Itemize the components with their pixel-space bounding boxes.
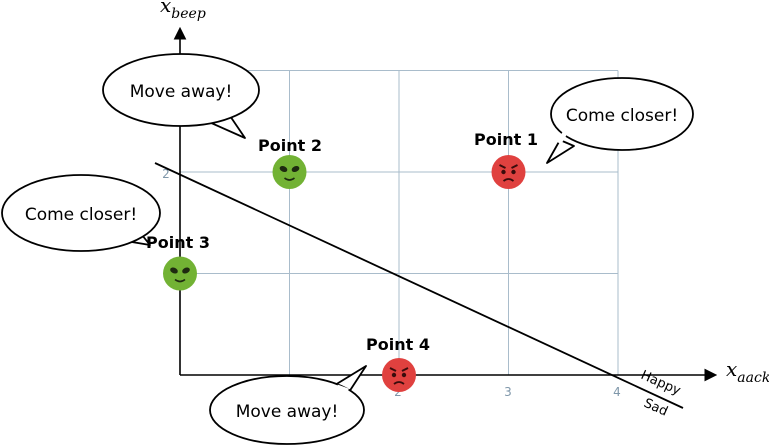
happy-side-label: Happy bbox=[638, 368, 683, 399]
point-label: Point 4 bbox=[366, 335, 430, 354]
point-label: Point 1 bbox=[474, 130, 538, 149]
happy-alien-face-icon bbox=[272, 155, 307, 189]
speech-bubble-text: Come closer! bbox=[566, 106, 678, 126]
speech-bubble: Come closer! bbox=[1, 174, 161, 252]
x-axis-label: xaack bbox=[726, 357, 769, 386]
x-tick-label: 4 bbox=[613, 385, 621, 399]
speech-bubble: Move away! bbox=[209, 365, 367, 445]
speech-bubble: Come closer! bbox=[546, 77, 694, 164]
happy-alien-face-icon bbox=[163, 256, 197, 291]
x-tick-label: 3 bbox=[504, 385, 512, 399]
grid-lines bbox=[180, 70, 619, 375]
decision-boundary-line bbox=[154, 162, 684, 409]
angry-face-icon bbox=[491, 155, 526, 189]
point-label: Point 2 bbox=[258, 136, 322, 155]
y-tick-label: 2 bbox=[162, 167, 170, 181]
speech-bubble: Move away! bbox=[102, 53, 260, 139]
angry-face-icon bbox=[382, 358, 416, 392]
x-tick-label: 2 bbox=[394, 385, 402, 399]
speech-bubble-text: Move away! bbox=[130, 82, 233, 102]
speech-bubble-text: Move away! bbox=[236, 402, 339, 422]
speech-bubble-text: Come closer! bbox=[25, 205, 137, 225]
point-label: Point 3 bbox=[146, 233, 210, 252]
y-axis-label: xbeep bbox=[160, 0, 206, 22]
points-layer bbox=[163, 155, 526, 392]
